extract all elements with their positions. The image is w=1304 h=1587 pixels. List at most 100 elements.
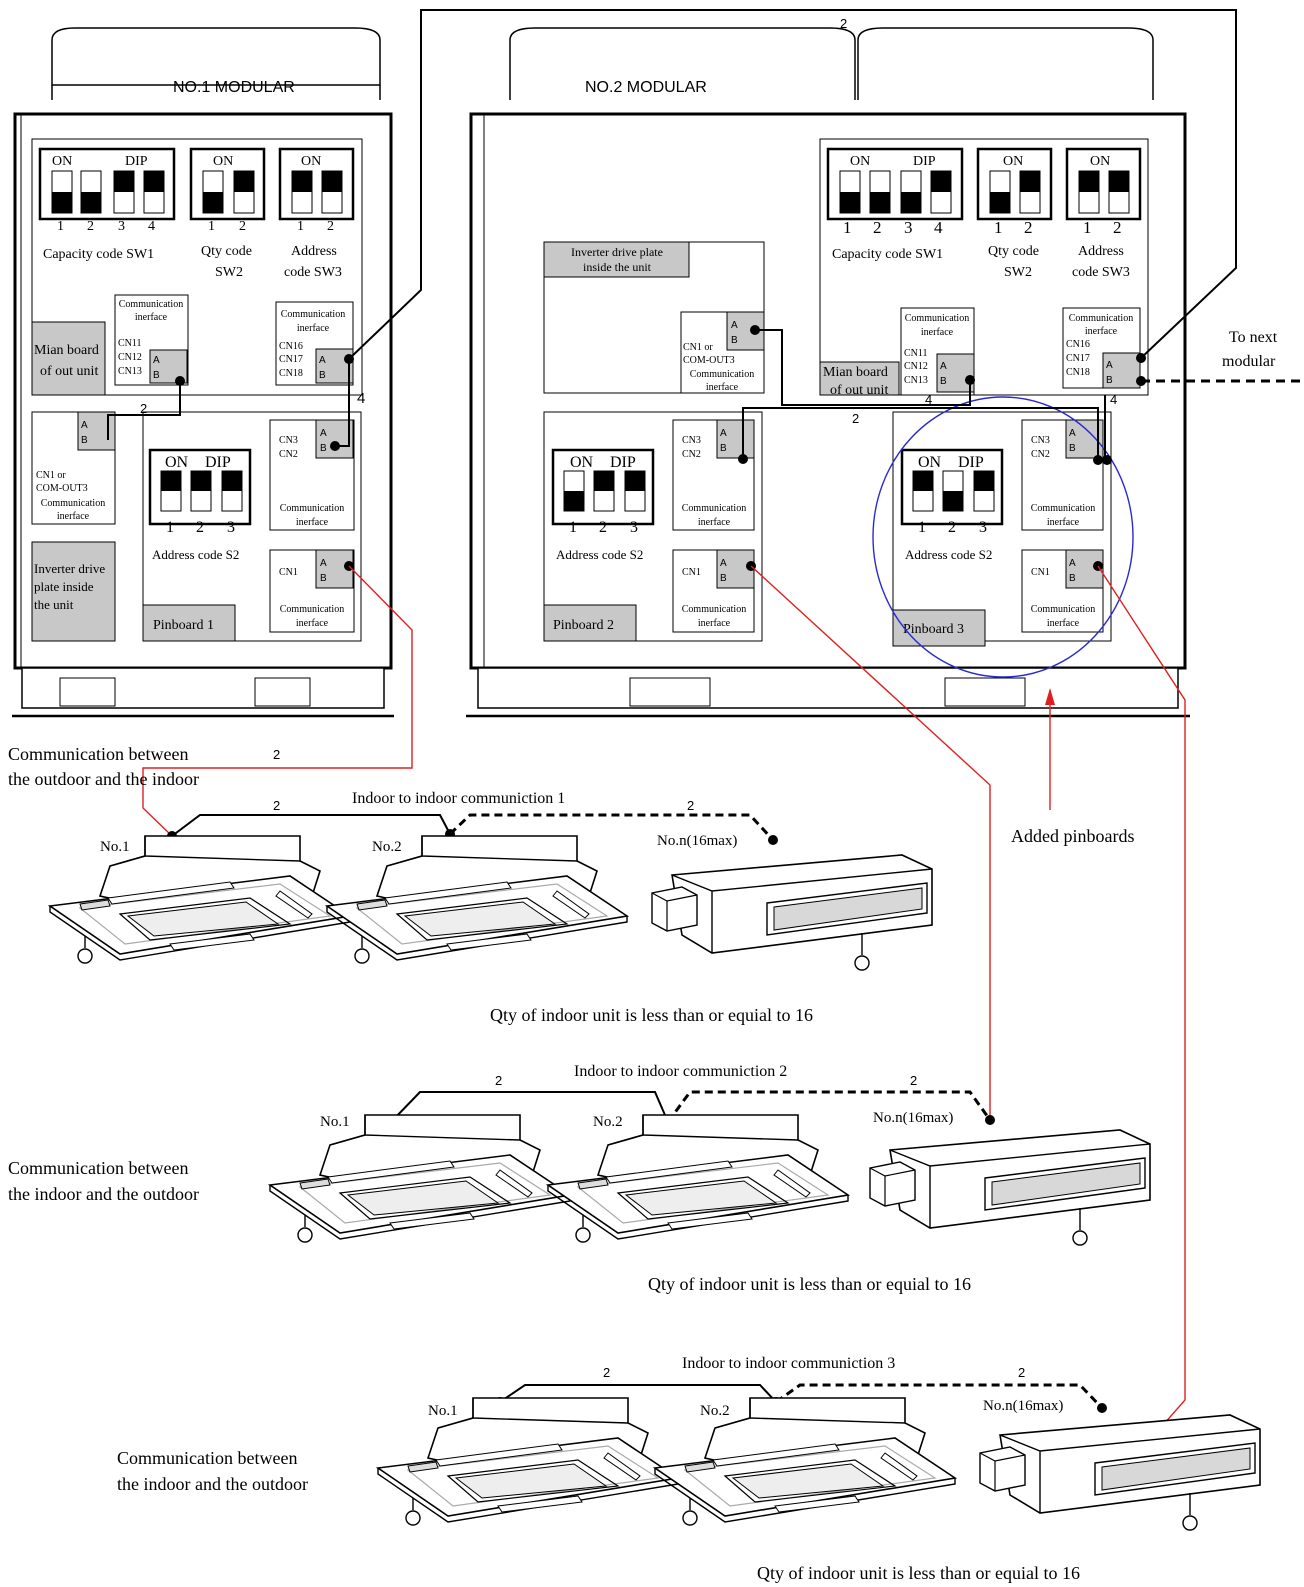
svg-text:A: A <box>720 558 727 569</box>
svg-text:code SW3: code SW3 <box>1072 265 1130 280</box>
svg-text:A: A <box>81 420 88 431</box>
svg-text:Qty of indoor unit is less tha: Qty of indoor unit is less than or equia… <box>757 1563 1080 1583</box>
svg-text:A: A <box>319 355 326 366</box>
module-1-fan-cover <box>51 27 381 86</box>
svg-text:CN11: CN11 <box>118 338 142 349</box>
svg-text:Inverter drive: Inverter drive <box>34 561 105 576</box>
svg-text:SW2: SW2 <box>1004 265 1032 280</box>
svg-text:of out unit: of out unit <box>40 364 98 379</box>
svg-text:1: 1 <box>57 219 64 234</box>
svg-text:CN2: CN2 <box>1031 449 1050 460</box>
svg-text:Address code S2: Address code S2 <box>556 547 643 562</box>
svg-text:4: 4 <box>1110 392 1117 407</box>
svg-text:1: 1 <box>918 519 926 536</box>
svg-text:Pinboard 3: Pinboard 3 <box>903 622 964 637</box>
svg-text:Qty of indoor unit is less tha: Qty of indoor unit is less than or equia… <box>648 1274 971 1294</box>
svg-text:CN12: CN12 <box>118 352 142 363</box>
to-next-label-1: To next <box>1229 329 1278 346</box>
svg-text:2: 2 <box>910 1073 917 1088</box>
svg-text:2: 2 <box>603 1365 610 1380</box>
svg-text:4: 4 <box>148 219 155 234</box>
svg-text:SW2: SW2 <box>215 265 243 280</box>
svg-text:B: B <box>153 370 160 381</box>
svg-text:DIP: DIP <box>610 454 636 471</box>
svg-text:CN18: CN18 <box>1066 367 1090 378</box>
svg-text:Communication: Communication <box>905 313 969 324</box>
svg-text:CN3: CN3 <box>279 435 298 446</box>
module-2-title: NO.2 MODULAR <box>585 79 707 96</box>
svg-text:B: B <box>320 573 327 584</box>
svg-text:the unit: the unit <box>34 597 74 612</box>
svg-text:Communication between: Communication between <box>117 1448 297 1468</box>
indoor-unit-1-2 <box>326 835 628 964</box>
black-wiring <box>107 9 1237 460</box>
svg-text:inerface: inerface <box>135 312 168 323</box>
indoor-unit-2-1 <box>269 1114 571 1243</box>
svg-text:the indoor and the outdoor: the indoor and the outdoor <box>8 1184 199 1204</box>
svg-text:Indoor to indoor communiction: Indoor to indoor communiction 2 <box>574 1063 787 1080</box>
svg-text:inerface: inerface <box>57 511 90 522</box>
svg-text:Indoor to indoor communiction: Indoor to indoor communiction 1 <box>352 790 565 807</box>
svg-text:Address: Address <box>1078 244 1124 259</box>
svg-text:Communication: Communication <box>41 498 105 509</box>
svg-text:Qty code: Qty code <box>988 244 1039 259</box>
svg-text:inerface: inerface <box>921 327 954 338</box>
to-next-label-2: modular <box>1222 353 1276 370</box>
svg-text:inerface: inerface <box>698 517 731 528</box>
svg-text:CN1 or: CN1 or <box>683 342 713 353</box>
svg-text:2: 2 <box>1024 218 1033 237</box>
indoor-unit-3-1 <box>377 1397 679 1526</box>
svg-text:CN1: CN1 <box>682 567 701 578</box>
svg-text:the indoor and the outdoor: the indoor and the outdoor <box>117 1474 308 1494</box>
svg-text:CN1: CN1 <box>1031 567 1050 578</box>
svg-text:2: 2 <box>1018 1365 1025 1380</box>
svg-text:2: 2 <box>873 218 882 237</box>
module-2: NO.2 MODULAR Inverter drive plate inside… <box>466 27 1190 718</box>
svg-text:No.2: No.2 <box>593 1114 623 1130</box>
svg-text:Communication between: Communication between <box>8 744 188 764</box>
svg-text:Address code S2: Address code S2 <box>152 547 239 562</box>
svg-text:COM-OUT3: COM-OUT3 <box>683 355 735 366</box>
svg-text:ON: ON <box>1090 154 1110 169</box>
svg-text:ON: ON <box>918 454 942 471</box>
svg-text:B: B <box>731 335 738 346</box>
module-1-title: NO.1 MODULAR <box>173 79 295 96</box>
svg-text:B: B <box>1069 573 1076 584</box>
svg-text:4: 4 <box>934 218 943 237</box>
svg-text:inerface: inerface <box>1047 618 1080 629</box>
svg-text:1: 1 <box>166 519 174 536</box>
svg-text:Address code S2: Address code S2 <box>905 547 992 562</box>
svg-text:B: B <box>1069 443 1076 454</box>
svg-text:3: 3 <box>227 519 235 536</box>
svg-text:A: A <box>1106 360 1113 371</box>
svg-text:1: 1 <box>843 218 852 237</box>
svg-text:Inverter drive plate: Inverter drive plate <box>571 245 663 259</box>
svg-text:2: 2 <box>1113 218 1122 237</box>
svg-text:A: A <box>731 320 738 331</box>
svg-text:COM-OUT3: COM-OUT3 <box>36 483 88 494</box>
svg-text:A: A <box>320 428 327 439</box>
svg-text:Mian board: Mian board <box>34 343 99 358</box>
svg-text:Capacity code SW1: Capacity code SW1 <box>832 247 943 262</box>
svg-text:4: 4 <box>357 390 365 407</box>
svg-text:2: 2 <box>599 519 607 536</box>
svg-text:2: 2 <box>852 411 859 426</box>
svg-text:No.1: No.1 <box>428 1403 458 1419</box>
svg-text:DIP: DIP <box>205 454 231 471</box>
svg-text:Communication: Communication <box>682 503 746 514</box>
svg-text:Qty of indoor unit is less tha: Qty of indoor unit is less than or equia… <box>490 1005 813 1025</box>
svg-text:Pinboard 2: Pinboard 2 <box>553 618 614 633</box>
svg-text:the outdoor and the indoor: the outdoor and the indoor <box>8 769 199 789</box>
svg-text:Communication: Communication <box>1069 313 1133 324</box>
svg-text:2: 2 <box>495 1073 502 1088</box>
svg-text:ON: ON <box>301 154 321 169</box>
svg-text:Qty code: Qty code <box>201 244 252 259</box>
svg-text:inerface: inerface <box>706 382 739 393</box>
indoor-group-3: Communication between the indoor and the… <box>117 1355 1261 1583</box>
svg-text:Communication: Communication <box>280 604 344 615</box>
svg-text:inerface: inerface <box>296 618 329 629</box>
indoor-group-1: Communication between the outdoor and th… <box>8 744 933 1025</box>
svg-text:2: 2 <box>948 519 956 536</box>
svg-text:A: A <box>153 355 160 366</box>
svg-text:ON: ON <box>213 154 233 169</box>
